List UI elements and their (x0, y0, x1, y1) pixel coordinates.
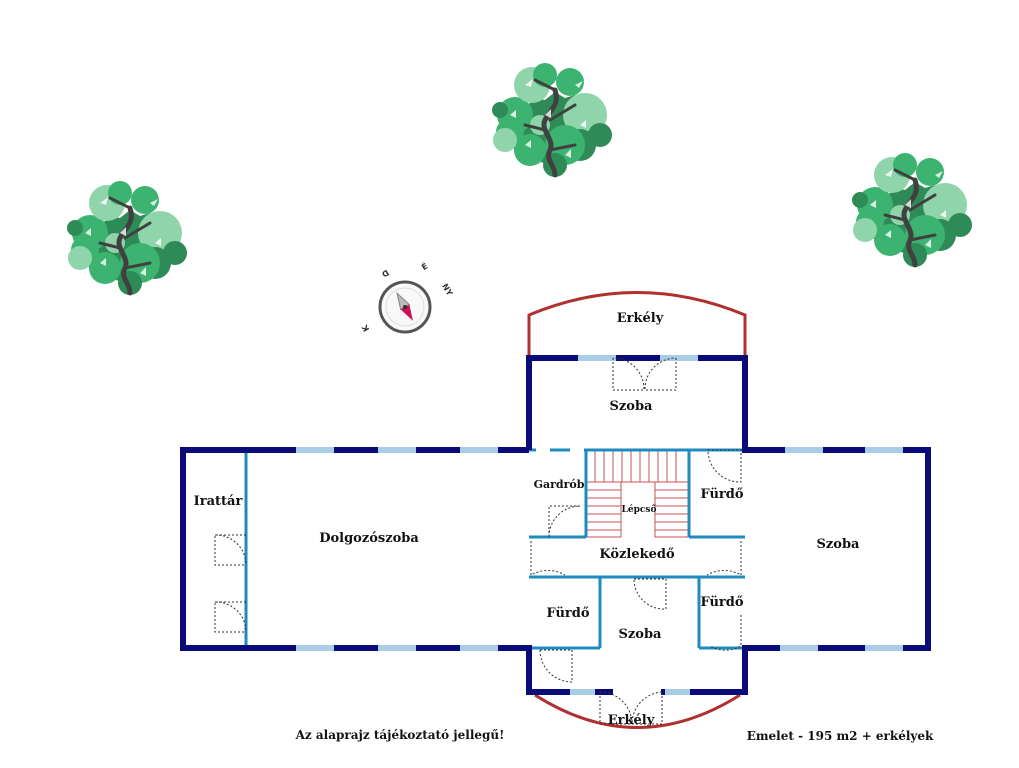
doors (214, 357, 742, 725)
balcony-top-outline (527, 291, 747, 358)
room-label-furdo-left: Fürdő (546, 606, 589, 621)
tree-center (492, 63, 612, 177)
compass-icon: É D NY K (360, 260, 454, 334)
room-label-kozlekedo: Közlekedő (599, 547, 675, 562)
tree-left (67, 181, 187, 295)
room-label-erkely-bottom: Erkély (608, 713, 655, 728)
room-label-szoba-top: Szoba (610, 399, 654, 414)
windows (296, 355, 903, 695)
tree-right (852, 153, 972, 267)
room-label-szoba-center: Szoba (619, 627, 663, 642)
outer-walls (180, 355, 931, 695)
room-label-irattar: Irattár (194, 494, 243, 509)
staircase (585, 449, 689, 538)
floor-summary-note: Emelet - 195 m2 + erkélyek (747, 729, 934, 743)
compass-south: D (380, 268, 391, 279)
compass-east: K (360, 323, 371, 334)
room-label-furdo-upper: Fürdő (700, 487, 743, 502)
room-label-gardrob: Gardrób (534, 478, 585, 491)
room-label-furdo-right: Fürdő (700, 595, 743, 610)
compass-north: É (419, 260, 429, 272)
room-label-dolgozoszoba: Dolgozószoba (319, 531, 419, 546)
room-label-lepcso: Lépcső (622, 504, 657, 515)
compass-west: NY (440, 282, 454, 297)
balcony-bottom-outline (534, 693, 741, 729)
disclaimer-note: Az alaprajz tájékoztató jellegű! (295, 728, 505, 742)
room-label-erkely-top: Erkély (617, 311, 664, 326)
room-label-szoba-right: Szoba (817, 537, 861, 552)
